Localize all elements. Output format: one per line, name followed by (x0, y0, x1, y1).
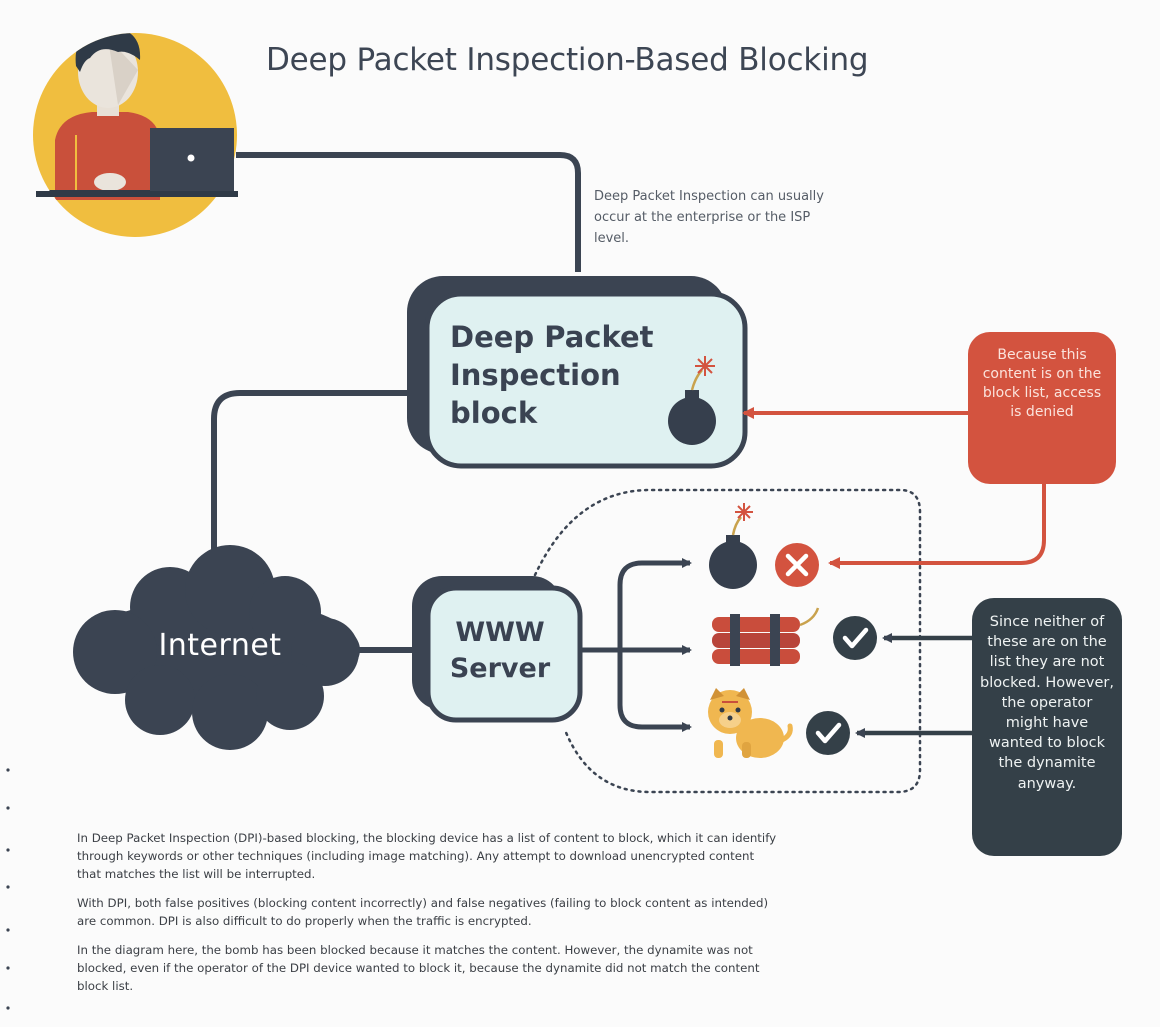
dpi-bomb-icon (668, 356, 716, 445)
content-branches (580, 558, 692, 732)
internet-label: Internet (158, 628, 282, 663)
description-paragraph: With DPI, both false positives (blocking… (77, 896, 769, 928)
user-avatar-icon (33, 33, 238, 237)
page-title: Deep Packet Inspection-Based Blocking (266, 42, 869, 78)
link-user-to-dpi (236, 152, 581, 272)
description-paragraph: In Deep Packet Inspection (DPI)-based bl… (77, 831, 777, 881)
internet-cloud-icon (73, 545, 360, 750)
content-boundary (533, 488, 922, 794)
dpi-location-note: Deep Packet Inspection can usually occur… (594, 189, 824, 246)
www-server-label: WWW Server (449, 617, 551, 684)
dynamite-icon (712, 607, 820, 666)
www-server-block (412, 576, 583, 723)
x-circle-icon (775, 543, 819, 587)
bomb-icon (709, 503, 757, 589)
link-dpi-to-internet (211, 390, 415, 572)
description-paragraph: In the diagram here, the bomb has been b… (77, 943, 760, 993)
scan-marks (6, 768, 10, 1010)
not-blocked-callout: Since neither of these are on the list t… (972, 598, 1122, 856)
dpi-block-label: Deep Packet Inspection block (450, 320, 654, 430)
check-circle-icon (806, 711, 850, 755)
blocked-callout: Because this content is on the block lis… (968, 332, 1116, 484)
check-circle-icon (833, 616, 877, 660)
red-arrow-to-bomb (828, 484, 1046, 569)
dog-icon (708, 688, 793, 758)
dpi-block (407, 276, 748, 469)
